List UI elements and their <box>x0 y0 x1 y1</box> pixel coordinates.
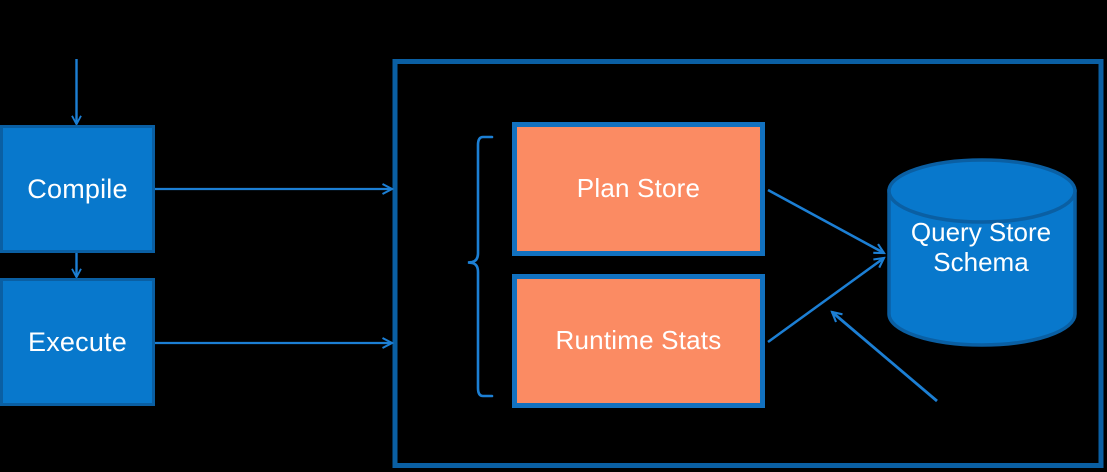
stores-curly-brace <box>467 135 494 398</box>
node-execute[interactable]: Execute <box>0 278 155 406</box>
node-compile-label: Compile <box>27 173 128 204</box>
query-store-container-outline <box>392 59 1104 468</box>
node-plan-store[interactable]: Plan Store <box>512 122 765 256</box>
arrow-runtime-stats-to-schema <box>767 258 884 344</box>
node-compile[interactable]: Compile <box>0 125 155 253</box>
node-execute-label: Execute <box>28 326 127 357</box>
node-runtime-stats-label: Runtime Stats <box>555 325 722 356</box>
node-runtime-stats[interactable]: Runtime Stats <box>512 274 765 408</box>
query-store-schema-cylinder <box>887 158 1077 347</box>
arrow-external-to-schema <box>832 312 938 403</box>
arrow-plan-store-to-schema <box>767 188 884 255</box>
node-plan-store-label: Plan Store <box>576 173 701 204</box>
